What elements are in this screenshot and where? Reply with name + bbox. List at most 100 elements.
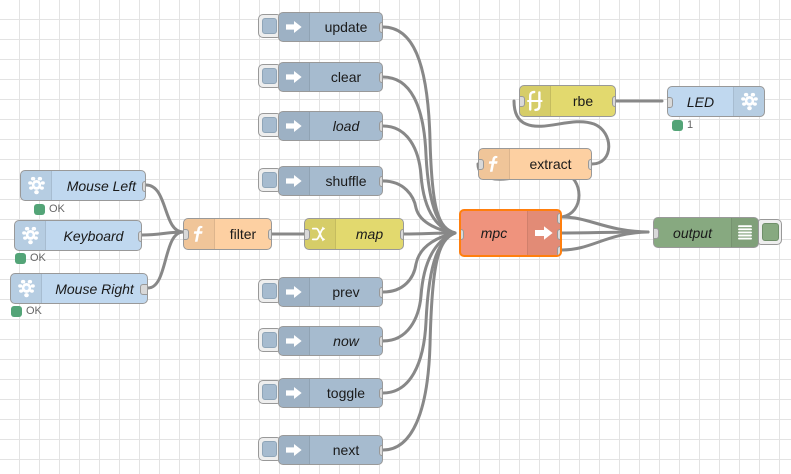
inject-arrow-icon [279,278,310,306]
wire-clear-to-mpc [381,75,457,235]
node-label: update [324,19,368,35]
input-port[interactable] [461,229,464,240]
node-label: LED [686,93,715,110]
inject-arrow-icon [279,112,310,140]
node-label: now [333,333,359,349]
inject-arrow-icon [279,327,310,355]
wire-mouse-left-to-filter [144,183,185,234]
inject-arrow-icon [279,63,310,91]
node-filter[interactable]: filter [183,218,272,250]
inject-arrow-icon [279,13,310,41]
raspberry-pi-icon [15,221,46,250]
raspberry-pi-icon [21,171,52,200]
output-port[interactable] [140,284,147,295]
inject-button-clear[interactable] [258,64,280,88]
output-port[interactable] [588,159,591,170]
output-port[interactable] [379,22,382,33]
node-inject-update[interactable]: update [278,12,383,42]
function-icon [184,219,215,249]
output-port-2[interactable] [557,229,560,240]
status-dot [11,305,22,317]
node-label: shuffle [325,173,367,189]
status-dot [672,119,683,131]
status-text: OK [49,203,65,215]
node-keyboard[interactable]: Keyboard [14,220,142,251]
output-port[interactable] [379,388,382,399]
output-port-3[interactable] [557,246,560,255]
wire-load-to-mpc [381,124,457,235]
node-mouse-right[interactable]: Mouse Right [10,273,148,304]
node-output-debug[interactable]: output [653,217,759,248]
node-inject-next[interactable]: next [278,435,383,465]
output-port[interactable] [612,96,615,107]
status-mouse-left: OK [34,203,65,215]
inject-arrow-icon [279,436,310,464]
node-led[interactable]: LED [667,86,765,117]
debug-toggle-button[interactable] [758,219,782,245]
inject-button-shuffle[interactable] [258,168,280,192]
input-port[interactable] [479,159,484,170]
node-label: Mouse Right [55,280,134,297]
status-text: 1 [687,119,694,131]
wire-mpc-out2-to-output [560,230,650,235]
node-inject-toggle[interactable]: toggle [278,378,383,408]
node-inject-shuffle[interactable]: shuffle [278,166,383,196]
node-rbe[interactable]: rbe [519,85,616,117]
raspberry-pi-icon [733,87,764,116]
wire-mouse-right-to-filter [146,230,185,290]
input-port[interactable] [654,228,659,239]
inject-arrow-icon [279,167,310,195]
node-mouse-left[interactable]: Mouse Left [20,170,146,201]
node-inject-now[interactable]: now [278,326,383,356]
node-inject-prev[interactable]: prev [278,277,383,307]
inject-button-update[interactable] [258,14,280,38]
output-port[interactable] [379,445,382,456]
status-dot [15,252,26,264]
status-dot [34,203,45,215]
node-mpc[interactable]: mpc [459,209,562,257]
wire-mpc-out1-to-output [560,215,650,234]
input-port[interactable] [668,97,673,108]
node-label: Mouse Left [66,177,136,194]
status-text: OK [26,305,42,317]
input-port[interactable] [305,229,310,240]
wire-update-to-mpc [381,25,457,235]
output-port[interactable] [379,121,382,132]
wire-map-to-mpc [402,231,457,236]
output-port[interactable] [379,336,382,347]
inject-button-prev[interactable] [258,279,280,303]
output-port[interactable] [138,231,141,242]
node-extract[interactable]: extract [478,148,592,180]
inject-button-toggle[interactable] [258,380,280,404]
input-port[interactable] [184,229,189,240]
output-port[interactable] [268,229,271,240]
node-label: output [673,224,712,241]
output-port[interactable] [379,287,382,298]
rbe-step-icon [520,86,551,116]
change-icon [305,219,336,249]
node-label: extract [529,156,572,172]
output-port-1[interactable] [557,213,560,224]
node-map[interactable]: map [304,218,404,250]
node-inject-load[interactable]: load [278,111,383,141]
node-inject-clear[interactable]: clear [278,62,383,92]
node-label: mpc [480,225,508,241]
output-port[interactable] [142,181,145,192]
output-port[interactable] [379,72,382,83]
input-port[interactable] [520,96,525,107]
node-label: map [355,226,384,242]
status-led: 1 [672,119,693,131]
inject-button-now[interactable] [258,328,280,352]
output-port[interactable] [379,176,382,187]
inject-button-load[interactable] [258,113,280,137]
status-mouse-right: OK [11,305,42,317]
output-port[interactable] [400,229,403,240]
wire-keyboard-to-filter [140,230,185,237]
wire-toggle-to-mpc [381,231,457,395]
status-text: OK [30,252,46,264]
status-keyboard: OK [15,252,46,264]
node-label: next [332,442,360,458]
raspberry-pi-icon [11,274,42,303]
inject-button-next[interactable] [258,437,280,461]
